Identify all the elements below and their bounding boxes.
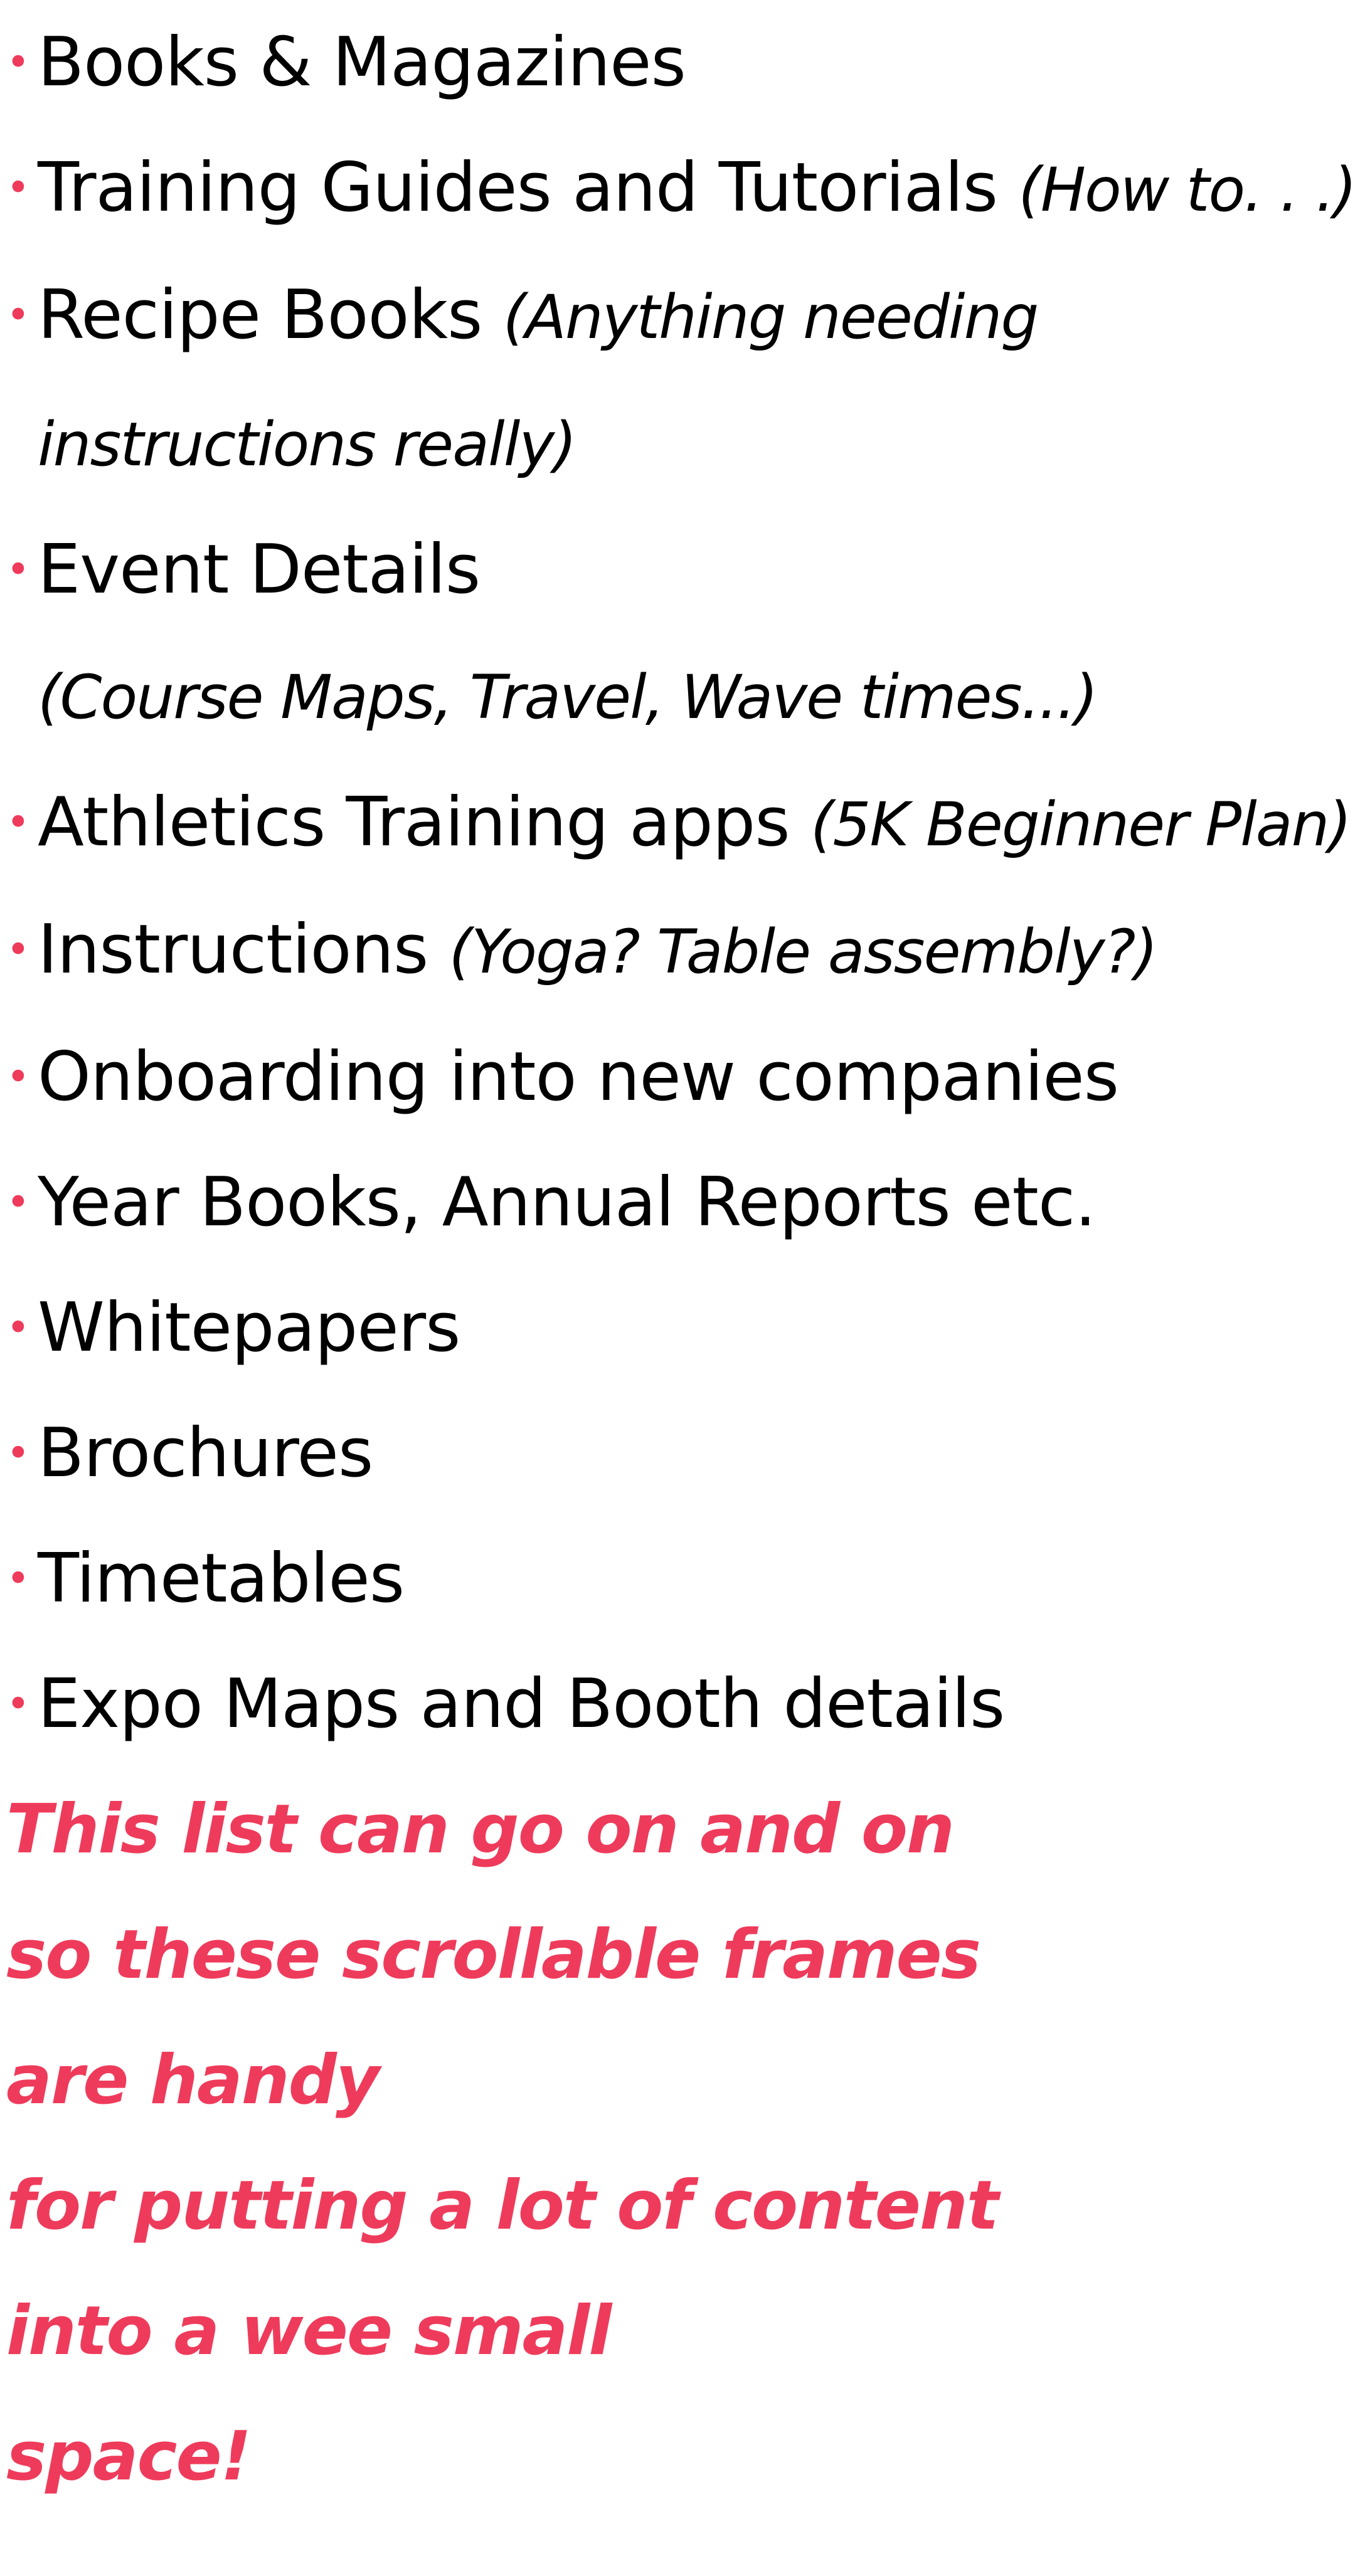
list-item-text: Athletics Training apps (38, 783, 790, 862)
list-item-note: (Yoga? Table assembly?) (449, 917, 1158, 987)
list-item: • Books & Magazines (6, 0, 1370, 125)
list-item: • Recipe Books (Anything needing instruc… (6, 253, 1104, 507)
list-item-note: (5K Beginner Plan) (810, 789, 1352, 860)
list-item-text: Brochures (38, 1414, 373, 1492)
list-item-note: (How to. . .) (1018, 155, 1357, 225)
bullet-icon: • (6, 1430, 30, 1477)
closing-message-line: space! (6, 2417, 252, 2496)
bullet-icon: • (6, 1305, 30, 1351)
bullet-icon: • (6, 547, 30, 593)
list-item-text: Whitepapers (38, 1289, 460, 1367)
list-item: • Event Details (Course Maps, Travel, Wa… (6, 507, 1104, 760)
closing-message-line: into a wee small (6, 2292, 612, 2370)
bullet-icon: • (6, 292, 30, 339)
list-item-text: Expo Maps and Booth details (38, 1665, 1005, 1743)
list-item: • Expo Maps and Booth details (6, 1642, 1370, 1767)
use-case-list: • Books & Magazines • Training Guides an… (6, 0, 1370, 1767)
list-item: • Training Guides and Tutorials (How to.… (6, 125, 1370, 253)
bullet-icon: • (6, 1180, 30, 1226)
list-item: • Timetables (6, 1516, 1370, 1642)
list-item-text: Timetables (38, 1539, 405, 1618)
closing-message-line: are handy (6, 2041, 380, 2119)
list-item: • Year Books, Annual Reports etc. (6, 1140, 1370, 1265)
bullet-icon: • (6, 1681, 30, 1728)
list-item: • Instructions (Yoga? Table assembly?) (6, 887, 1370, 1015)
list-item-text: Onboarding into new companies (38, 1038, 1119, 1116)
bullet-icon: • (6, 165, 30, 211)
list-item-note: (Course Maps, Travel, Wave times...) (38, 662, 1098, 732)
bullet-icon: • (6, 40, 30, 86)
list-item: • Brochures (6, 1391, 1370, 1516)
list-item-text: Training Guides and Tutorials (38, 149, 998, 227)
list-item: • Athletics Training apps (5K Beginner P… (6, 760, 1370, 887)
list-item-text: Instructions (38, 911, 428, 989)
closing-message-line: so these scrollable frames (6, 1916, 981, 1994)
closing-message-line: This list can go on and on (6, 1790, 955, 1869)
list-item: • Whitepapers (6, 1265, 1370, 1391)
bullet-icon: • (6, 1054, 30, 1101)
bullet-icon: • (6, 1556, 30, 1602)
list-item: • Onboarding into new companies (6, 1015, 1370, 1140)
list-item-text: Event Details (38, 531, 481, 609)
list-item-text: Books & Magazines (38, 23, 686, 102)
list-item-note: (Anything needing instructions really) (38, 282, 1039, 480)
list-item-text: Recipe Books (38, 276, 482, 354)
closing-message: This list can go on and on so these scro… (6, 1767, 1370, 2520)
closing-message-line: for putting a lot of content (6, 2167, 999, 2245)
bullet-icon: • (6, 800, 30, 846)
list-item-text: Year Books, Annual Reports etc. (38, 1163, 1097, 1242)
bullet-icon: • (6, 927, 30, 973)
